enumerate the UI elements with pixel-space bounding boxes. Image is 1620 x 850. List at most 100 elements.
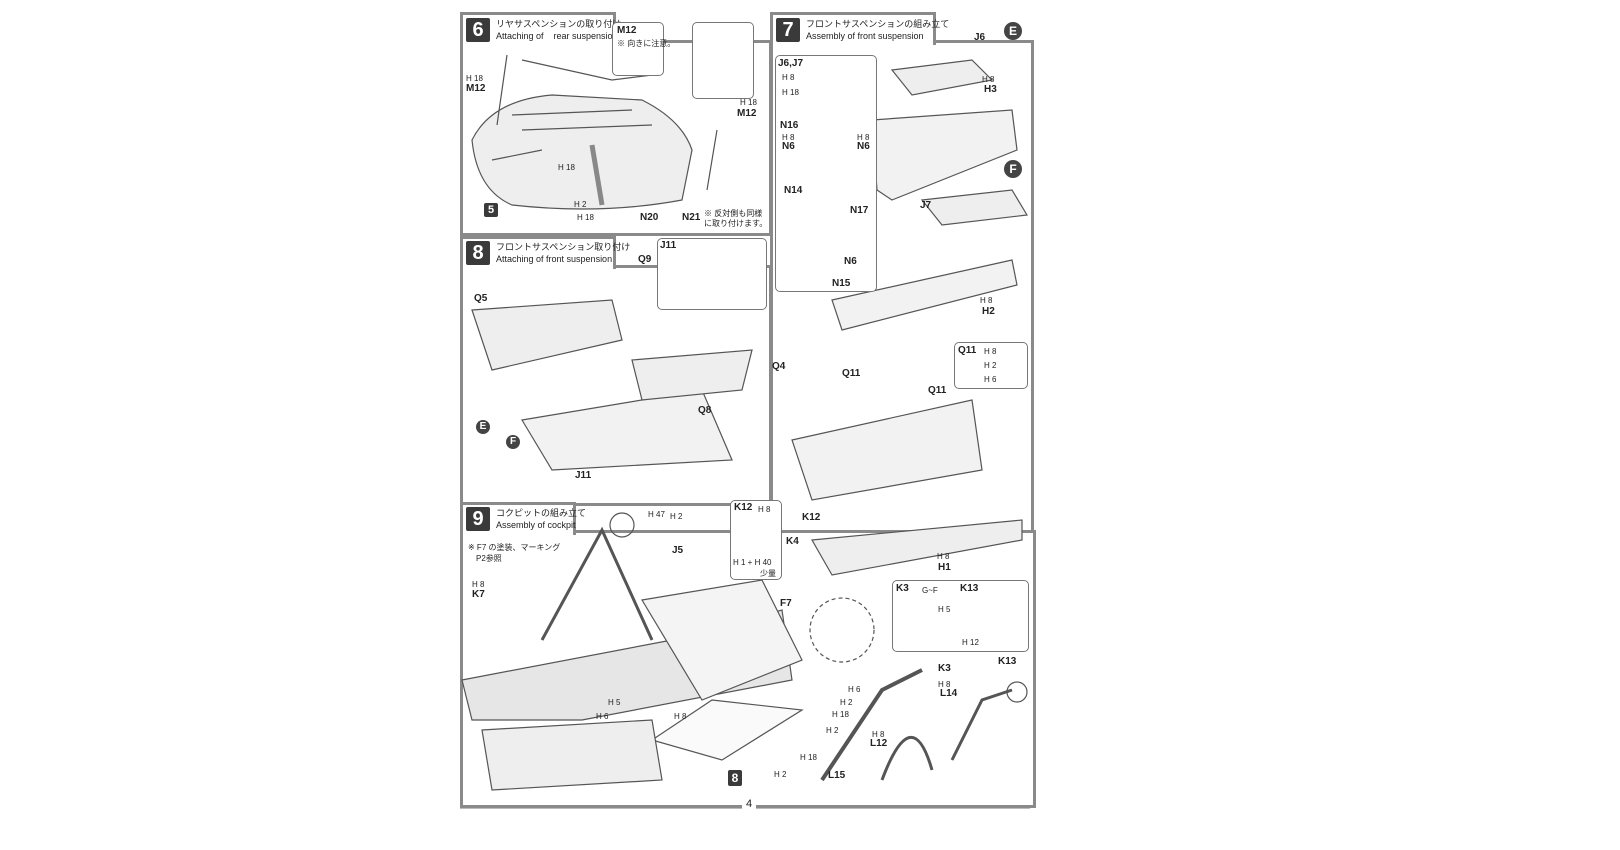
part-label: Q11 [928, 385, 947, 396]
inset-note-part: M12 [617, 25, 637, 36]
part-label: H2 [982, 306, 995, 317]
part-label: N14 [784, 185, 803, 196]
inset-title: J11 [660, 240, 677, 251]
part-label: Q11 [842, 368, 861, 379]
front-suspension-drawing [831, 59, 1028, 331]
part-label: H 18 [832, 710, 849, 719]
part-label: H 8 [982, 75, 995, 84]
inset-title: K13 [960, 583, 979, 594]
part-label: N15 [832, 278, 851, 289]
ref-marker-f: F [1004, 160, 1022, 178]
step-6-number: 6 [466, 18, 490, 42]
step-9-number: 9 [466, 507, 490, 531]
part-label: H 8 [872, 730, 885, 739]
cockpit-drawing [461, 512, 804, 791]
part-label: N20 [640, 212, 659, 223]
part-label: H 18 [558, 163, 575, 172]
step-8-title-en: Attaching of front suspension [496, 254, 613, 264]
step-7-title-en: Assembly of front suspension [806, 31, 924, 41]
steering-drawing [809, 597, 1028, 782]
instruction-page: 6 リヤサスペンションの取り付け Attaching of rear suspe… [452, 0, 1062, 850]
part-label: H 8 [674, 712, 687, 721]
step-ref-5: 5 [484, 203, 498, 217]
inset-title: J6,J7 [778, 58, 804, 69]
note-attach: に取り付けます。 [704, 219, 768, 228]
step-9-title-en: Assembly of cockpit [496, 520, 576, 530]
step-8-q11-inset [954, 342, 1028, 389]
part-label: H1 [938, 562, 951, 573]
part-label: H 18 [577, 213, 594, 222]
step-ref-8: 8 [728, 770, 742, 786]
part-label: M12 [737, 108, 757, 119]
part-label: H 2 [574, 200, 587, 209]
step-8-title-jp: フロントサスペンション取り付け [496, 242, 631, 252]
step-9-k3-k13-inset [892, 580, 1029, 652]
part-label: H 1 + H 40 [733, 558, 772, 567]
part-label: N6 [782, 141, 795, 152]
part-label: H 8 [980, 296, 993, 305]
part-label: 少量 [760, 569, 776, 578]
part-label: H 6 [596, 712, 609, 721]
part-label: Q8 [698, 405, 712, 416]
part-label: H 5 [608, 698, 621, 707]
part-label: K12 [802, 512, 821, 523]
part-label: K3 [938, 663, 951, 674]
step-7-number: 7 [776, 18, 800, 42]
step-7-j6-j7-inset [775, 55, 877, 292]
part-label: K13 [998, 656, 1017, 667]
part-label: H 2 [670, 512, 683, 521]
step-8-number: 8 [466, 241, 490, 265]
color-ref: G~F [922, 586, 938, 595]
part-label: Q5 [474, 293, 488, 304]
part-label: H 47 [648, 510, 665, 519]
part-label: F7 [780, 598, 792, 609]
part-label: H 5 [938, 605, 951, 614]
part-label: H 6 [848, 685, 861, 694]
note-other-side: ※ 反対側も同様 [704, 209, 763, 218]
part-label: N21 [682, 212, 701, 223]
ref-marker-e: E [476, 420, 490, 434]
part-label: J6 [974, 32, 986, 43]
page-number: 4 [742, 798, 757, 810]
step-7-title-jp: フロントサスペンションの組み立て [806, 19, 950, 29]
step-8-k12-inset [730, 500, 782, 580]
part-label: L14 [940, 688, 958, 699]
step-6-detail-inset [692, 22, 754, 99]
part-label: H 2 [774, 770, 787, 779]
inset-title: K3 [896, 583, 909, 594]
note-f7-painting: ※ F7 の塗装、マーキング [468, 543, 561, 552]
part-label: H 8 [782, 133, 795, 142]
part-label: N16 [780, 120, 799, 131]
part-label: H 8 [984, 347, 997, 356]
inset-title: K12 [734, 502, 753, 513]
inset-title: Q11 [958, 345, 977, 356]
part-label: H 8 [472, 580, 485, 589]
part-label: L12 [870, 738, 888, 749]
part-label: K7 [472, 589, 485, 600]
part-label: N17 [850, 205, 869, 216]
step-6-m12-inset [612, 22, 664, 76]
part-label: H 12 [962, 638, 979, 647]
part-label: H 18 [800, 753, 817, 762]
part-label: H 18 [740, 98, 757, 107]
part-label: L15 [828, 770, 846, 781]
step-9-title-jp: コクピットの組み立て [496, 508, 587, 518]
part-label: H 8 [937, 552, 950, 561]
part-label: H 8 [857, 133, 870, 142]
part-label: H 2 [984, 361, 997, 370]
part-label: H 18 [782, 88, 799, 97]
step-6-title-en: Attaching of rear suspension [496, 31, 618, 41]
part-label: Q9 [638, 254, 652, 265]
part-label: N6 [844, 256, 857, 267]
part-label: H 8 [758, 505, 771, 514]
part-label: J11 [575, 470, 592, 481]
part-label: H 8 [938, 680, 951, 689]
step-8-j11-inset [657, 238, 767, 310]
ref-marker-e: E [1004, 22, 1022, 40]
part-label: H 6 [984, 375, 997, 384]
part-label: H 18 [466, 74, 483, 83]
part-label: M12 [466, 83, 486, 94]
inset-note-orientation: ※ 向きに注意。 [617, 39, 676, 48]
part-label: K4 [786, 536, 799, 547]
part-label: H 8 [782, 73, 795, 82]
